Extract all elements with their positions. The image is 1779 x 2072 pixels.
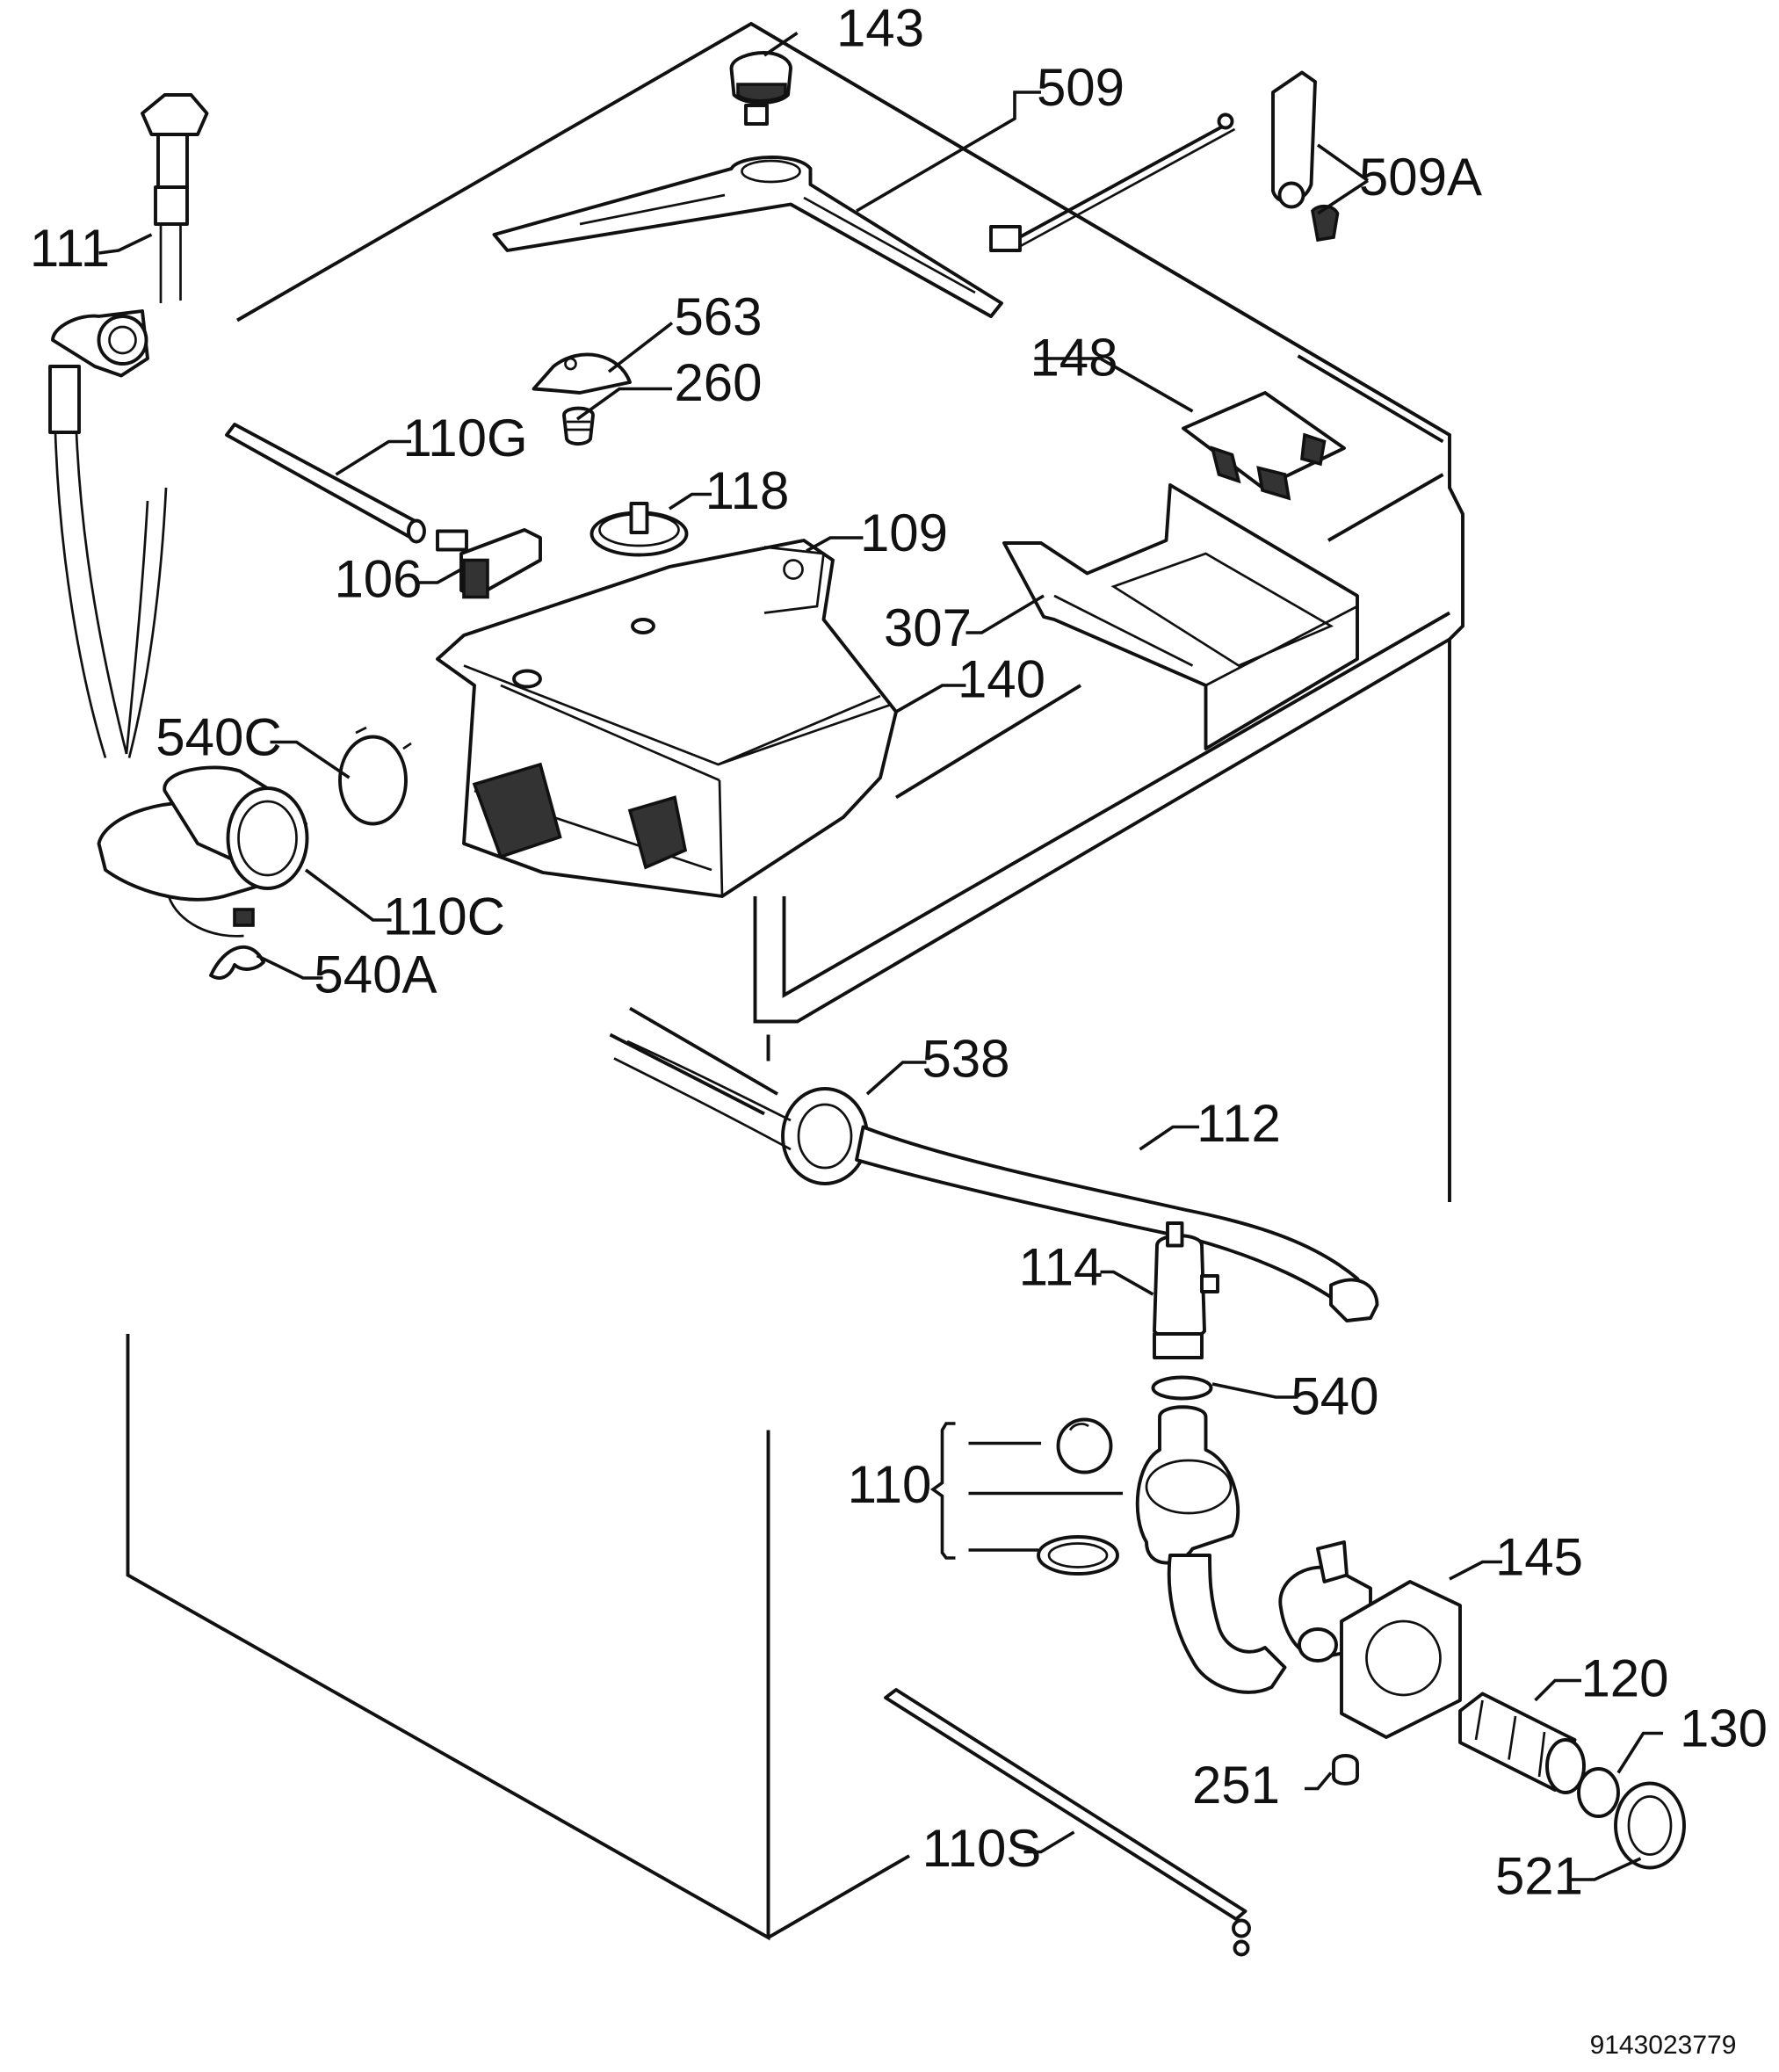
part-114-pressure-trap[interactable] — [1153, 1221, 1219, 1359]
label-538: 538 — [922, 1030, 1009, 1089]
document-number: 9143023779 — [1590, 2031, 1737, 2060]
part-540a-clamp[interactable] — [209, 908, 265, 980]
label-114: 114 — [1019, 1238, 1103, 1297]
label-130: 130 — [1680, 1699, 1768, 1758]
part-112-drain-hose[interactable] — [613, 1040, 1379, 1322]
label-110s: 110S — [922, 1819, 1042, 1878]
label-120: 120 — [1580, 1649, 1668, 1708]
leader-lines — [98, 32, 1663, 1881]
label-540: 540 — [1291, 1367, 1378, 1426]
label-251: 251 — [1192, 1756, 1280, 1815]
label-521: 521 — [1495, 1847, 1583, 1906]
label-109: 109 — [860, 504, 948, 562]
label-563: 563 — [674, 287, 762, 346]
label-143: 143 — [836, 0, 924, 58]
label-260: 260 — [674, 353, 762, 412]
part-538-grommet[interactable] — [781, 1087, 869, 1185]
label-140: 140 — [958, 650, 1045, 709]
part-540c-clamp[interactable] — [338, 726, 412, 826]
label-110: 110 — [848, 1455, 932, 1514]
label-148: 148 — [1030, 329, 1117, 388]
part-109-140-dispenser-housing[interactable] — [436, 539, 898, 898]
part-110c-bellows[interactable] — [97, 765, 309, 938]
label-118: 118 — [705, 461, 790, 520]
part-143-knob[interactable] — [729, 51, 792, 126]
part-111-inlet-hose[interactable] — [48, 93, 209, 758]
part-509a-lever[interactable] — [1271, 70, 1340, 243]
part-251-nut[interactable] — [1332, 1754, 1359, 1786]
label-110c: 110C — [383, 887, 505, 946]
part-130-seal[interactable] — [1577, 1767, 1620, 1818]
part-540-ring[interactable] — [1151, 1375, 1213, 1401]
part-521-cap[interactable] — [1614, 1781, 1686, 1870]
part-260-spring[interactable] — [562, 406, 595, 446]
label-307: 307 — [884, 598, 972, 657]
part-110g-tube[interactable] — [225, 423, 426, 544]
part-148-handle[interactable] — [1182, 391, 1346, 501]
part-110-sump[interactable] — [1037, 1405, 1287, 1694]
label-540a: 540A — [314, 945, 437, 1004]
part-509-rod[interactable] — [989, 112, 1236, 252]
part-110s-rod[interactable] — [884, 1688, 1251, 1957]
label-509: 509 — [1037, 58, 1125, 117]
label-106: 106 — [334, 550, 422, 609]
label-509a: 509A — [1359, 148, 1482, 206]
label-111: 111 — [30, 219, 110, 278]
part-563-cover[interactable] — [532, 352, 632, 395]
part-145-pump[interactable] — [1278, 1540, 1462, 1739]
cabinet-outline — [126, 21, 1464, 1941]
part-509-lever-frame[interactable] — [492, 156, 1003, 318]
label-540c: 540C — [155, 708, 281, 767]
part-118-gear[interactable] — [589, 502, 689, 557]
label-145: 145 — [1495, 1528, 1583, 1587]
part-307-drawer[interactable] — [1002, 483, 1359, 750]
label-110g: 110G — [402, 409, 527, 467]
part-106-valve[interactable] — [436, 528, 542, 599]
part-labels: 143 509 509A 111 563 260 148 110G 118 10… — [30, 0, 1768, 2060]
label-112: 112 — [1197, 1094, 1281, 1153]
part-120-filter[interactable] — [1458, 1692, 1586, 1794]
